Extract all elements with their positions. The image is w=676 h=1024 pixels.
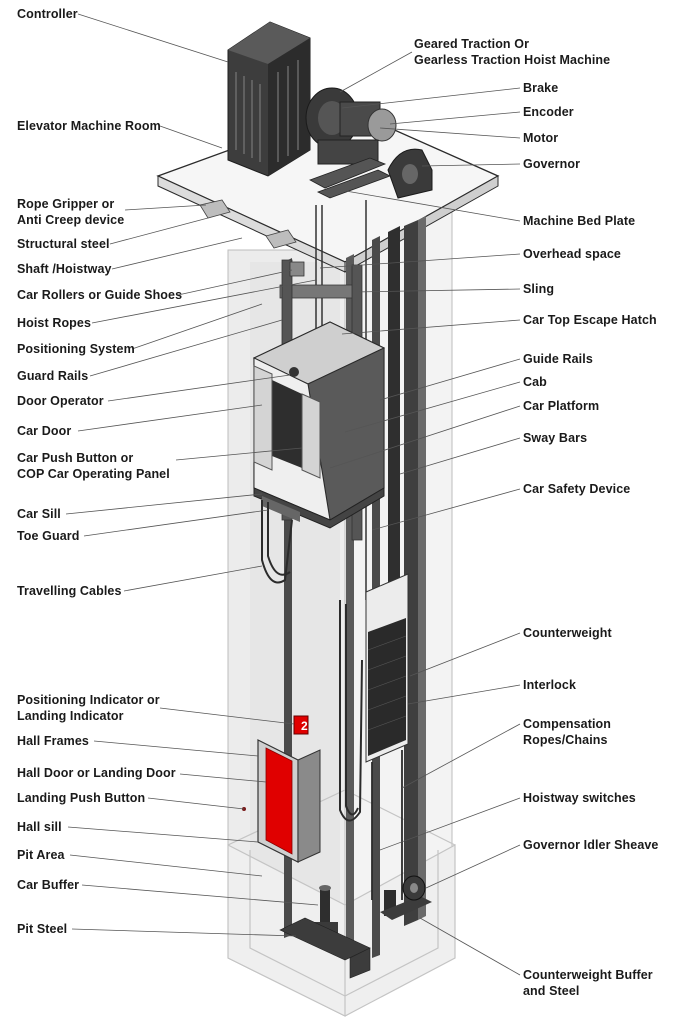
label-compensation-ropes: Compensation Ropes/Chains xyxy=(523,717,612,747)
label-toe-guard: Toe Guard xyxy=(17,529,80,543)
label-positioning-system: Positioning System xyxy=(17,342,135,356)
label-car-rollers: Car Rollers or Guide Shoes xyxy=(17,288,183,302)
travelling-cables xyxy=(261,500,363,822)
label-car-safety-device: Car Safety Device xyxy=(523,482,631,496)
counterweight-buffer xyxy=(380,890,432,920)
label-sling: Sling xyxy=(523,282,555,296)
label-overhead-space: Overhead space xyxy=(523,247,621,261)
label-guide-rails: Guide Rails xyxy=(523,352,593,366)
label-governor: Governor xyxy=(523,157,581,171)
label-machine-room: Elevator Machine Room xyxy=(17,119,161,133)
label-car-buffer: Car Buffer xyxy=(17,878,80,892)
counterweight xyxy=(365,573,409,763)
label-hall-sill: Hall sill xyxy=(17,820,62,834)
label-motor: Motor xyxy=(523,131,559,145)
label-hoistway-switches: Hoistway switches xyxy=(523,791,636,805)
label-pit-steel: Pit Steel xyxy=(17,922,68,936)
hoist-machine xyxy=(305,87,397,165)
label-guard-rails: Guard Rails xyxy=(17,369,89,383)
label-car-push-button: Car Push Button or COP Car Operating Pan… xyxy=(17,451,170,481)
car-platform xyxy=(253,487,385,529)
label-travelling-cables: Travelling Cables xyxy=(17,584,122,598)
label-shaft-hoistway: Shaft /Hoistway xyxy=(17,262,112,276)
controller-cabinet xyxy=(227,21,311,177)
label-encoder: Encoder xyxy=(523,105,574,119)
label-car-platform: Car Platform xyxy=(523,399,600,413)
label-machine-bed-plate: Machine Bed Plate xyxy=(523,214,636,228)
compensation-ropes xyxy=(371,750,403,900)
label-counterweight: Counterweight xyxy=(523,626,612,640)
label-governor-idler-sheave: Governor Idler Sheave xyxy=(523,838,659,852)
label-counterweight-buffer: Counterweight Buffer and Steel xyxy=(523,968,653,998)
label-structural-steel: Structural steel xyxy=(17,237,110,251)
label-escape-hatch: Car Top Escape Hatch xyxy=(523,313,657,327)
label-sway-bars: Sway Bars xyxy=(523,431,588,445)
structural-steel xyxy=(199,199,297,249)
label-cab: Cab xyxy=(523,375,547,389)
label-landing-push-button: Landing Push Button xyxy=(17,791,146,805)
label-car-sill: Car Sill xyxy=(17,507,61,521)
label-traction-machine: Geared Traction Or Gearless Traction Hoi… xyxy=(414,37,611,67)
cab xyxy=(252,321,386,521)
label-hoist-ropes: Hoist Ropes xyxy=(17,316,92,330)
counterweight-rails xyxy=(388,216,426,926)
label-controller: Controller xyxy=(17,7,78,21)
governor-idler-sheave xyxy=(402,875,426,901)
pit-steel xyxy=(279,917,371,979)
label-hall-frames: Hall Frames xyxy=(17,734,89,748)
label-interlock: Interlock xyxy=(523,678,576,692)
label-car-door: Car Door xyxy=(17,424,72,438)
leader-lines xyxy=(65,13,521,976)
label-pit-area: Pit Area xyxy=(17,848,65,862)
label-brake: Brake xyxy=(523,81,559,95)
label-rope-gripper: Rope Gripper or Anti Creep device xyxy=(17,197,125,227)
hall-number: 2 xyxy=(301,719,308,733)
label-door-operator: Door Operator xyxy=(17,394,104,408)
governor xyxy=(387,148,433,199)
label-positioning-indicator: Positioning Indicator or Landing Indicat… xyxy=(17,693,160,723)
hall-door-assembly xyxy=(242,715,321,863)
label-hall-door: Hall Door or Landing Door xyxy=(17,766,176,780)
